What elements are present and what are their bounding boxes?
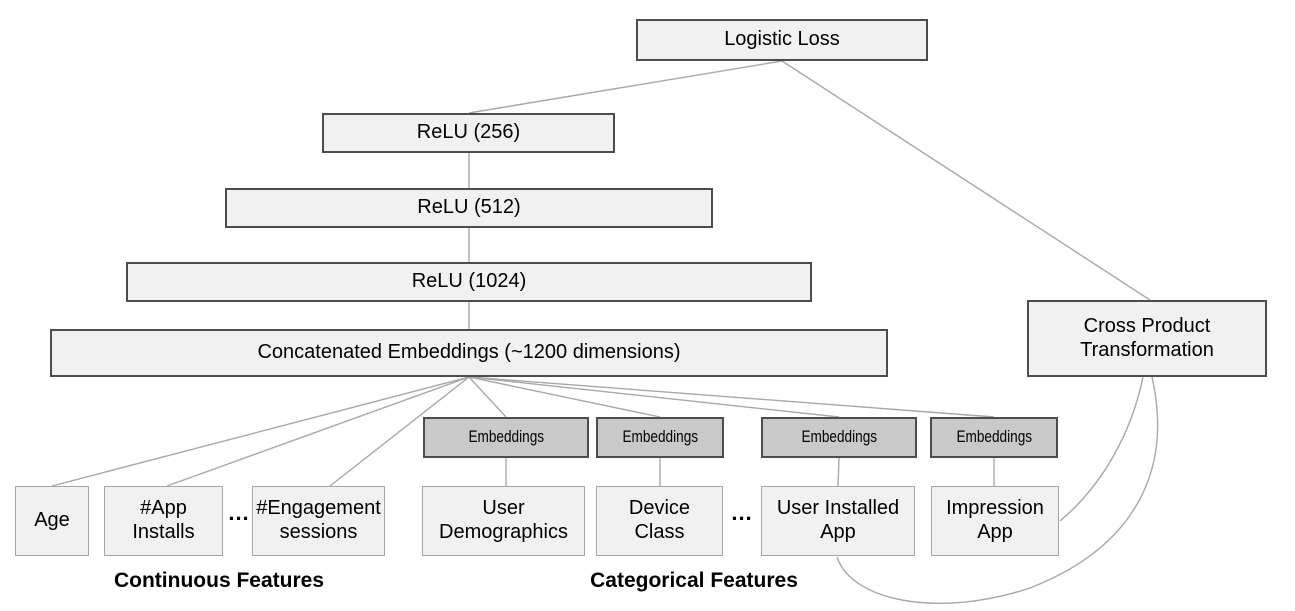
feature-user-demographics: User Demographics: [422, 486, 585, 556]
group-label-continuous-features: Continuous Features: [113, 569, 324, 592]
feature-engagement-sessions: #Engagement sessions: [252, 486, 385, 556]
edge-logistic-to-cross-product: [781, 60, 1151, 301]
feature-device-class: Device Class: [596, 486, 723, 556]
node-embedding-user-installed-app: Embeddings: [761, 417, 917, 458]
node-logistic-loss: Logistic Loss: [636, 19, 928, 61]
edge-embedding3-to-user-installed-app: [837, 457, 840, 487]
node-concatenated-embeddings: Concatenated Embeddings (~1200 dimension…: [50, 329, 888, 377]
node-relu-1024: ReLU (1024): [126, 262, 812, 302]
feature-impression-app: Impression App: [931, 486, 1059, 556]
feature-user-installed-app: User Installed App: [761, 486, 915, 556]
node-embedding-3-label: Embeddings: [801, 427, 877, 447]
feature-user-installed-app-label: User Installed App: [776, 497, 900, 543]
node-logistic-loss-label: Logistic Loss: [724, 28, 840, 51]
node-concatenated-embeddings-label: Concatenated Embeddings (~1200 dimension…: [257, 341, 681, 364]
node-relu-1024-label: ReLU (1024): [411, 270, 527, 293]
edge-concat-to-embedding3: [468, 376, 840, 418]
edge-logistic-to-relu256: [468, 60, 783, 114]
node-relu-512: ReLU (512): [225, 188, 713, 228]
node-embedding-1-label: Embeddings: [468, 427, 544, 447]
feature-age: Age: [15, 486, 89, 556]
edge-concat-to-age: [51, 376, 470, 487]
node-embedding-impression-app: Embeddings: [930, 417, 1058, 458]
edge-concat-to-embedding4: [468, 376, 995, 418]
node-embedding-user-demographics: Embeddings: [423, 417, 589, 458]
edge-concat-to-embedding1: [468, 376, 507, 418]
feature-age-label: Age: [34, 509, 70, 532]
feature-user-demographics-label: User Demographics: [439, 497, 568, 543]
feature-app-installs-label: #App Installs: [132, 497, 195, 543]
node-cross-product-transformation: Cross Product Transformation: [1027, 300, 1267, 377]
node-relu-512-label: ReLU (512): [417, 196, 521, 219]
feature-device-class-label: Device Class: [628, 497, 691, 543]
node-embedding-4-label: Embeddings: [956, 427, 1032, 447]
ellipsis-continuous: ...: [228, 500, 250, 525]
ellipsis-categorical: ...: [731, 500, 753, 525]
edge-cross-product-to-impression-app: [1059, 376, 1144, 522]
edge-cross-product-to-user-installed-app: [836, 376, 1159, 604]
feature-impression-app-label: Impression App: [946, 497, 1044, 543]
node-embedding-device-class: Embeddings: [596, 417, 724, 458]
node-relu-256: ReLU (256): [322, 113, 615, 153]
edge-concat-to-app-installs: [166, 376, 470, 487]
node-cross-product-transformation-label: Cross Product Transformation: [1080, 314, 1214, 361]
feature-engagement-sessions-label: #Engagement sessions: [256, 497, 381, 543]
group-label-categorical-features: Categorical Features: [590, 569, 798, 592]
edge-concat-to-engagement: [329, 376, 470, 487]
feature-app-installs: #App Installs: [104, 486, 223, 556]
node-embedding-2-label: Embeddings: [622, 427, 698, 447]
node-relu-256-label: ReLU (256): [416, 121, 521, 144]
edge-concat-to-embedding2: [468, 376, 661, 418]
